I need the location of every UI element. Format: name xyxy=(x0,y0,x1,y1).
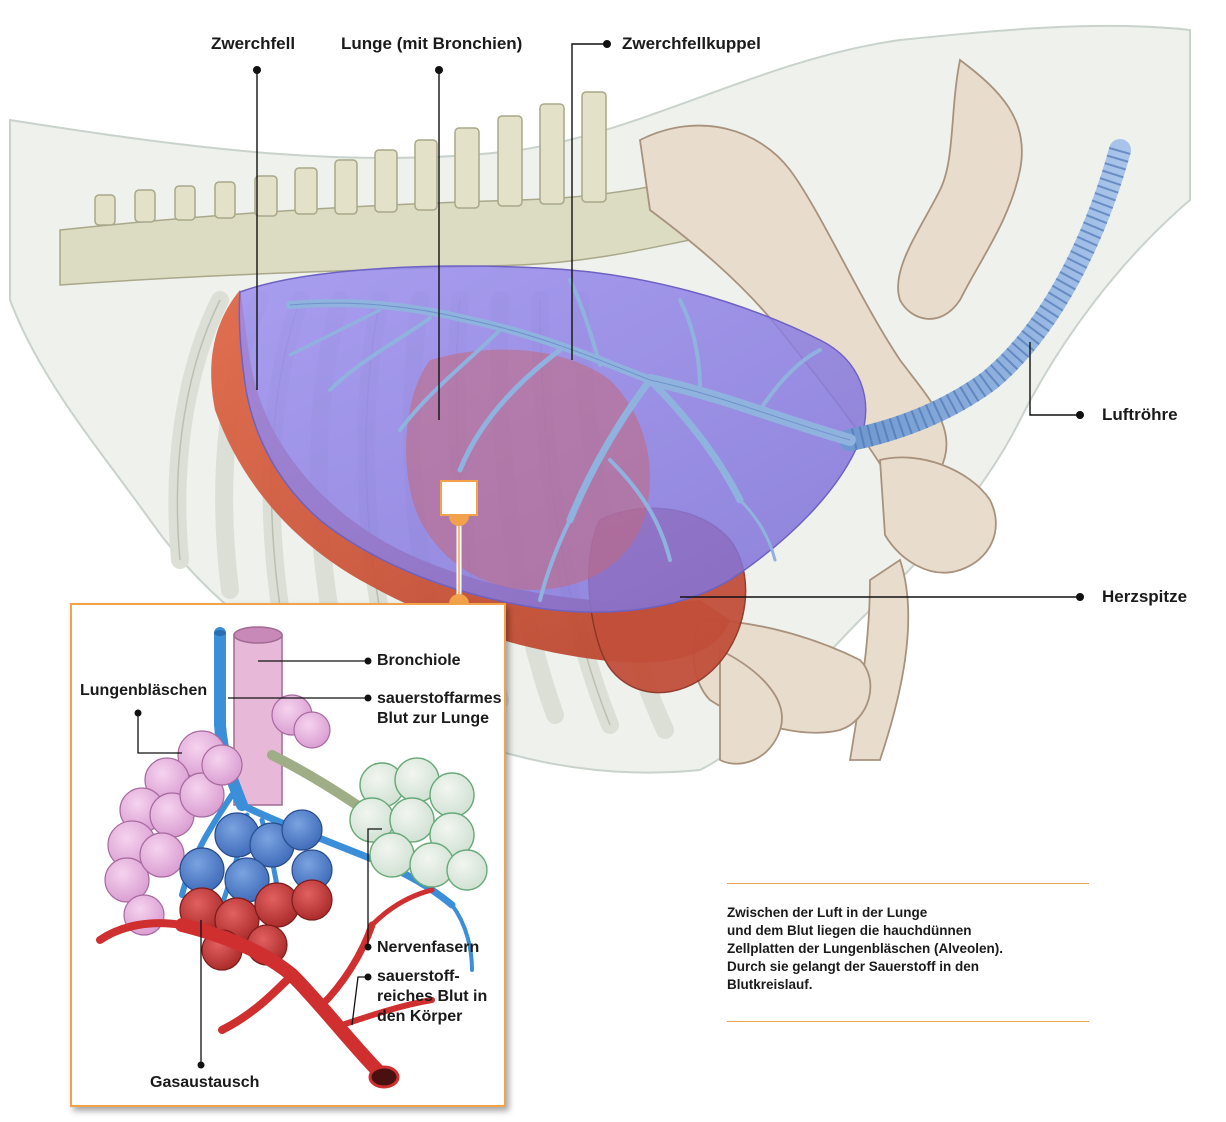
caption-line: Zellplatten der Lungenbläschen (Alveolen… xyxy=(727,940,1087,958)
alveoli-green-cluster xyxy=(350,758,487,890)
label-gasaustausch: Gasaustausch xyxy=(150,1073,259,1092)
label-sauerstoffarmes-1: sauerstoffarmes xyxy=(377,689,502,708)
alveoli-inset: Bronchiole Lungenbläschen sauerstoffarme… xyxy=(70,603,506,1107)
label-sauerstoffarmes-2: Blut zur Lunge xyxy=(377,709,489,728)
label-sauerstoffreiches-2: reiches Blut in xyxy=(377,987,487,1006)
label-lunge: Lunge (mit Bronchien) xyxy=(341,34,522,54)
vein-opening xyxy=(214,630,226,636)
label-luftroehre: Luftröhre xyxy=(1102,405,1178,425)
label-herzspitze: Herzspitze xyxy=(1102,587,1187,607)
label-lungenblaeschen: Lungenbläschen xyxy=(80,681,207,700)
label-sauerstoffreiches-1: sauerstoff- xyxy=(377,967,460,986)
magnify-marker xyxy=(440,480,478,516)
caption-line: Zwischen der Luft in der Lunge xyxy=(727,904,1087,922)
caption-line: Durch sie gelangt der Sauerstoff in den xyxy=(727,958,1087,976)
caption-line: und dem Blut liegen die hauchdünnen xyxy=(727,922,1087,940)
label-nervenfasern: Nervenfasern xyxy=(377,938,479,957)
caption: Zwischen der Luft in der Lunge und dem B… xyxy=(727,904,1087,994)
caption-line: Blutkreislauf. xyxy=(727,976,1087,994)
caption-rule-top xyxy=(727,883,1089,884)
caption-rule-bottom xyxy=(727,1021,1089,1022)
label-bronchiole: Bronchiole xyxy=(377,651,461,670)
label-zwerchfellkuppel: Zwerchfellkuppel xyxy=(622,34,761,54)
label-sauerstoffreiches-3: den Körper xyxy=(377,1007,462,1026)
label-zwerchfell: Zwerchfell xyxy=(211,34,295,54)
artery-opening xyxy=(370,1067,398,1087)
